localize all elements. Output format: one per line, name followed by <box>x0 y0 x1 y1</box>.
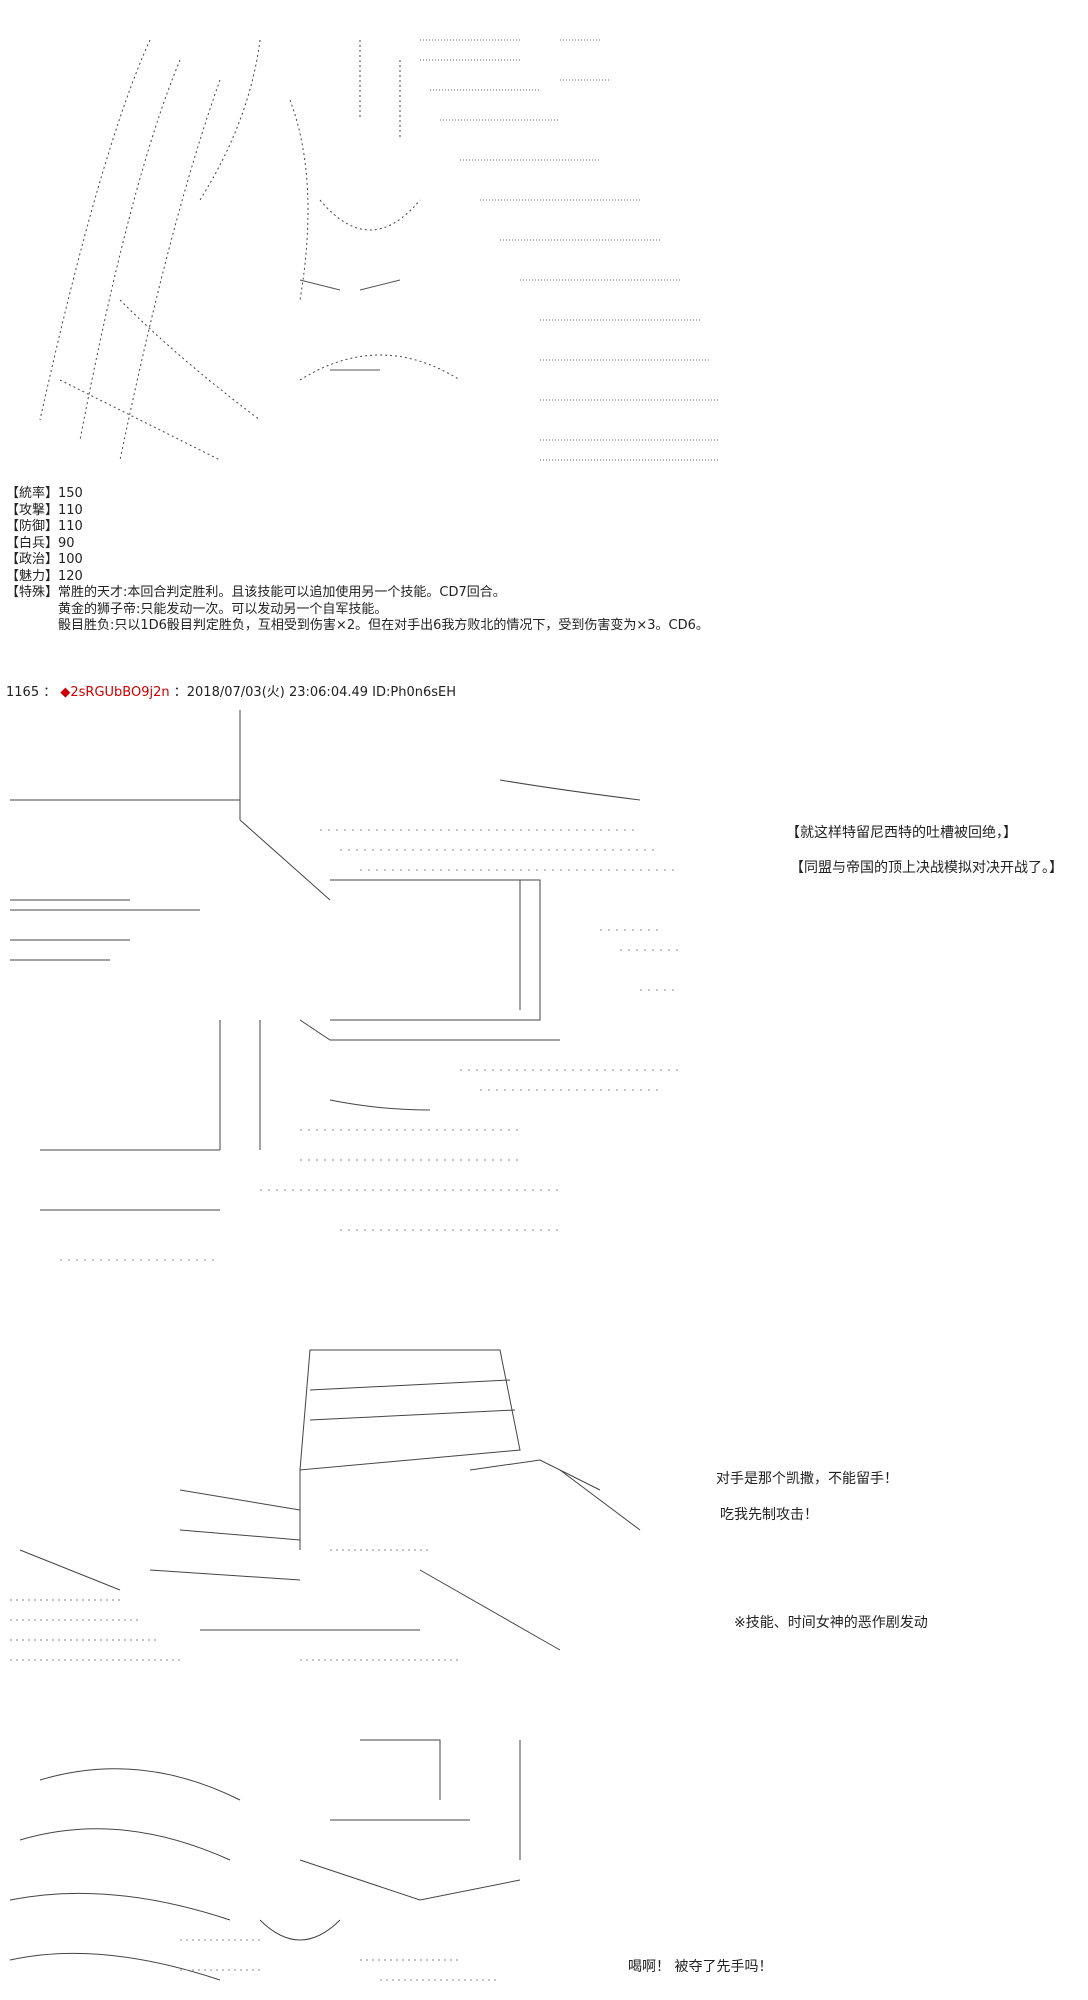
fleet-art-svg <box>10 710 680 1261</box>
post-separator: ： <box>43 685 57 700</box>
ascii-art-portrait <box>0 0 740 480</box>
ascii-art-fleet-battle <box>0 710 680 1280</box>
stat-kogeki: 【攻撃】110 <box>6 502 83 518</box>
panel4-line-1: 喝啊！ 被夺了先手吗！ <box>628 1959 773 1975</box>
post-number: 1165 <box>6 685 40 700</box>
ascii-art-attack <box>0 1330 660 1690</box>
post-header: 1165 ： ◆2sRGUbBO9j2n ：2018/07/03(火) 23:0… <box>6 681 456 700</box>
portrait-art-svg <box>39 39 720 461</box>
panel2-narration-1: 【就这样特留尼西特的吐槽被回绝，】 <box>786 825 1017 841</box>
stat-seiji: 【政治】100 <box>6 552 83 567</box>
stat-miryoku: 【魅力】120 <box>6 568 83 584</box>
post-trip: ◆2sRGUbBO9j2n <box>60 685 170 700</box>
stat-tokushu-skill-3: 骰目胜负:只以1D6骰目判定胜负，互相受到伤害×2。但在对手出6我方败北的情况下… <box>58 618 709 633</box>
panel3-line-2: 吃我先制攻击！ <box>720 1507 818 1523</box>
stat-bogyo: 【防御】110 <box>6 519 83 534</box>
panel2-narration-2: 【同盟与帝国的顶上决战模拟对决开战了。】 <box>790 860 1063 876</box>
stat-hakuhei: 【白兵】90 <box>6 535 75 551</box>
stat-tokushu: 【特殊】常胜的天才:本回合判定胜利。且该技能可以追加使用另一个技能。CD7回合。 <box>6 585 506 600</box>
stat-tosotsu: 【統率】150 <box>6 486 83 501</box>
stat-tokushu-skill-2: 黄金的狮子帝:只能发动一次。可以发动另一个自军技能。 <box>58 601 388 617</box>
attack-art-svg <box>10 1349 641 1661</box>
panel3-skill-note: ※技能、时间女神的恶作剧发动 <box>734 1615 928 1631</box>
stats-block: 【統率】150 【攻撃】110 【防御】110 【白兵】90 【政治】100 【… <box>6 486 709 635</box>
ascii-art-reaction <box>0 1720 560 2000</box>
post-meta: ：2018/07/03(火) 23:06:04.49 ID:Ph0n6sEH <box>173 685 457 700</box>
reaction-art-svg <box>9 1739 521 1981</box>
panel3-line-1: 对手是那个凯撒，不能留手！ <box>716 1471 898 1487</box>
